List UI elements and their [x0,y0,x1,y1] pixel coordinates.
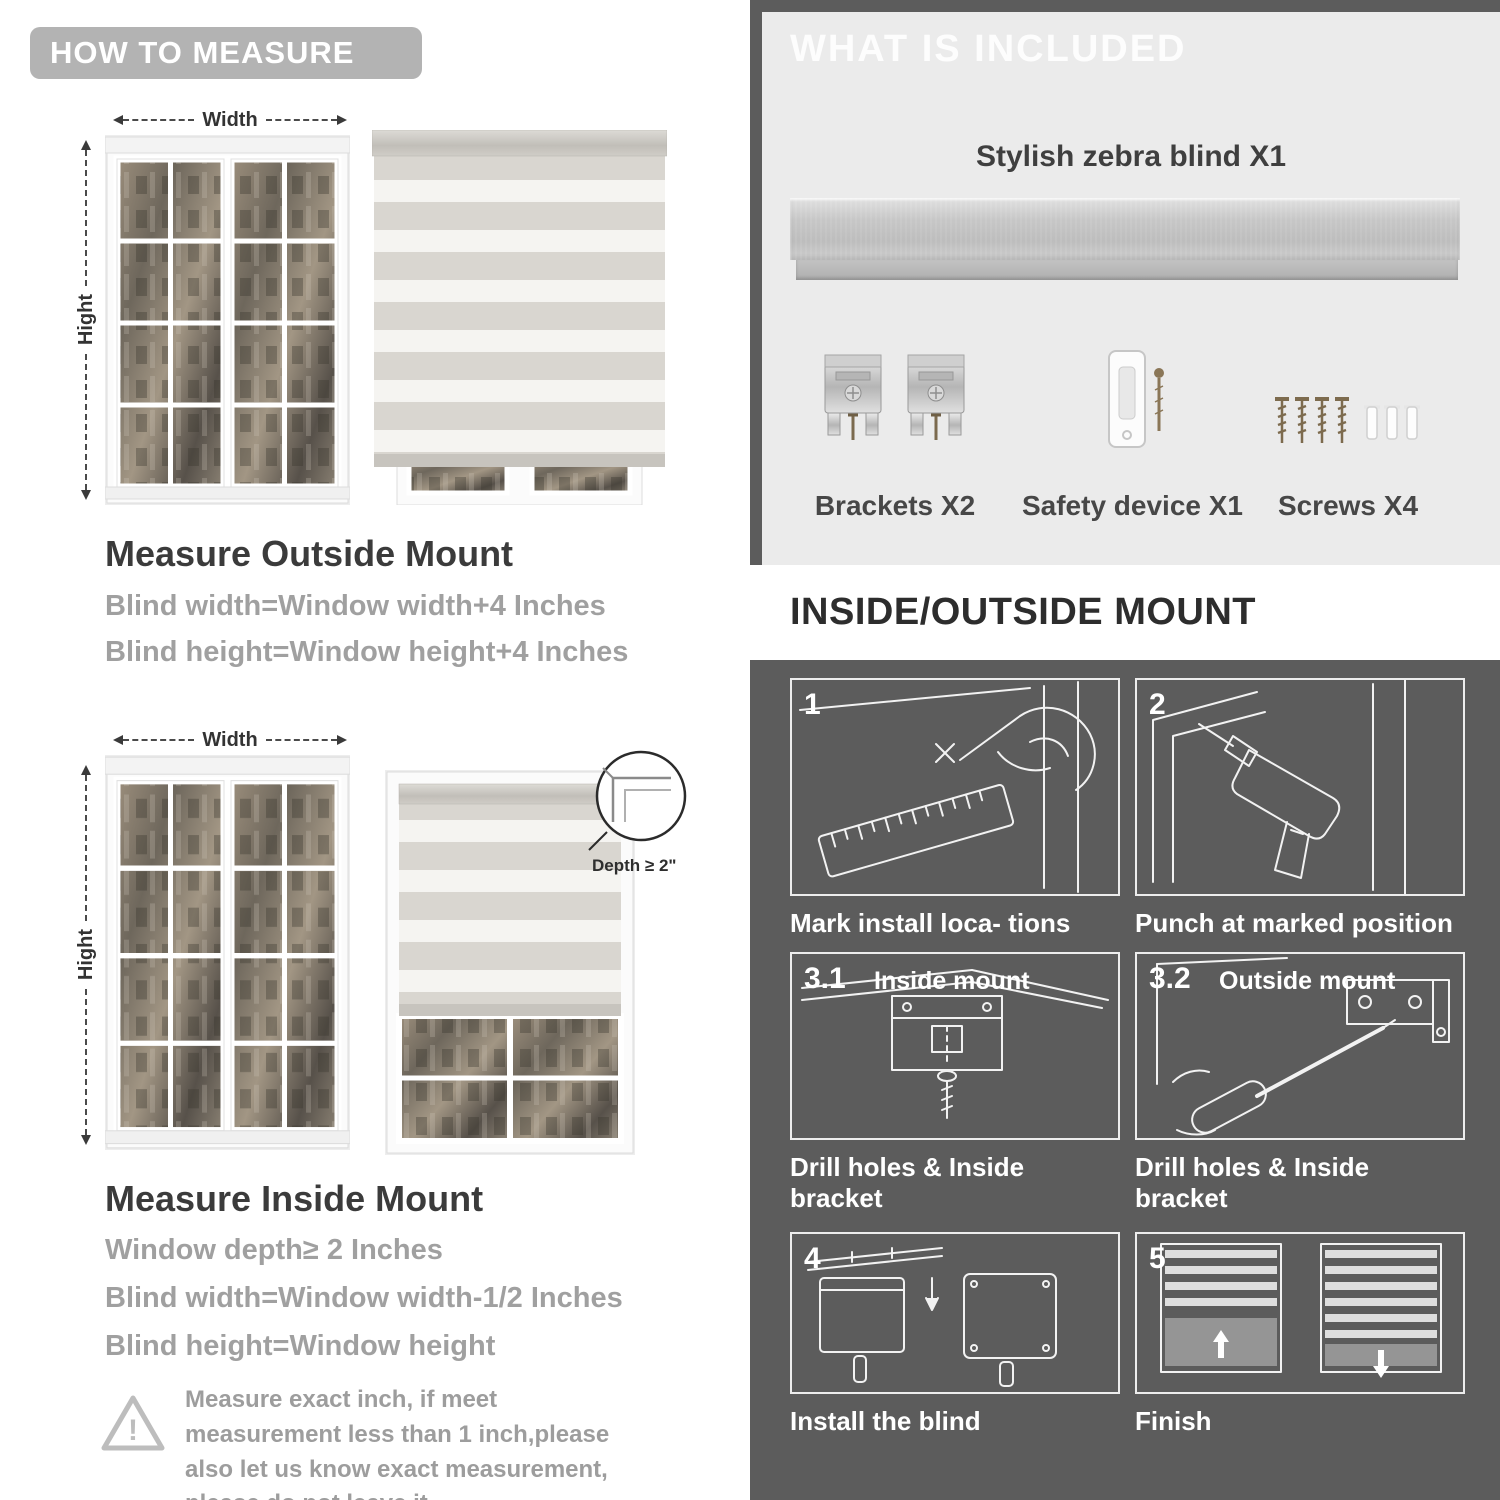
step-3-1-caption: Drill holes & Inside bracket [790,1152,1025,1213]
what-is-included-header: WHAT IS INCLUDED [790,28,1187,70]
step-number: 2 [1149,688,1166,721]
step-2-illustration [1152,680,1406,894]
step-3-2-caption: Drill holes & Inside bracket [1135,1152,1370,1213]
inside-rule-height: Blind height=Window height [105,1330,496,1362]
outside-mount-title: Measure Outside Mount [105,533,514,574]
svg-text:!: ! [128,1414,138,1447]
dashed-line [265,119,338,121]
arrowhead-up-icon [81,140,91,150]
step-3-2-illustration [1156,957,1450,1136]
safety-device-icon [1108,350,1164,448]
zebra-blind-illustration-outside [372,130,667,505]
mount-header-band: INSIDE/OUTSIDE MOUNT [750,565,1500,660]
step-2-box: 2 [1135,678,1465,896]
dashed-line [85,150,87,287]
dashed-line [85,353,87,490]
width-dimension-arrow-outside: Width [113,108,348,131]
step-1-box: 1 [790,678,1120,896]
step-4-caption: Install the blind [790,1406,981,1436]
step-3-2-box: 3.2 Outside mount [1135,952,1465,1140]
arrowhead-up-icon [81,765,91,775]
width-label: Width [202,108,258,131]
step-5-illustration [1160,1243,1442,1378]
inside-rule-depth: Window depth≥ 2 Inches [105,1234,443,1266]
cassette-bottom-lip [796,260,1458,280]
height-dimension-arrow-inside: Hight [74,765,97,1145]
depth-detail-circle-icon [588,750,687,851]
step-number: 3.2 [1149,962,1191,995]
step-4-box: 4 [790,1232,1120,1394]
inside-mount-title: Measure Inside Mount [105,1178,484,1219]
how-to-measure-header: HOW TO MEASURE [30,27,422,79]
arrowhead-left-icon [113,735,123,745]
width-dimension-arrow-inside: Width [113,728,348,751]
arrowhead-right-icon [337,735,348,745]
arrowhead-down-icon [81,490,91,500]
step-5-caption: Finish [1135,1406,1212,1436]
measurement-note: Measure exact inch, if meet measurement … [185,1386,610,1500]
height-label: Hight [74,929,97,981]
step-number: 3.1 [804,962,846,995]
zebra-blind-illustration-inside [385,770,635,1155]
brackets-label: Brackets X2 [814,490,976,521]
width-label: Width [202,728,258,751]
inside-rule-width: Blind width=Window width-1/2 Inches [105,1282,623,1314]
window-illustration-inside [105,755,350,1150]
step-1-caption: Mark install loca- tions [790,908,1071,938]
dashed-line [123,739,195,741]
arrowhead-down-icon [81,1135,91,1145]
zebra-blind-cassette-illustration [790,198,1460,284]
bracket-icon [824,354,882,440]
step-3-2: 3.2 Outside mount Drill holes & Inside b… [1135,952,1465,1214]
outside-rule-width: Blind width=Window width+4 Inches [105,590,606,622]
depth-label: Depth ≥ 2" [592,856,677,875]
step-3-1: 3.1 Inside mount Drill holes & [790,952,1120,1214]
step-4: 4 Install the blind [790,1232,1120,1437]
step-1: 1 [790,678,1120,939]
arrowhead-left-icon [113,115,123,125]
step-3-1-illustration [801,969,1109,1119]
height-label: Hight [74,294,97,346]
outside-rule-height: Blind height=Window height+4 Inches [105,636,629,668]
step-4-illustration [807,1247,1057,1387]
dashed-line [85,775,87,922]
height-dimension-arrow-outside: Hight [74,140,97,500]
step-5-box: 5 [1135,1232,1465,1394]
cassette-top-rail [790,198,1460,260]
screws-label: Screws X4 [1277,490,1419,521]
zebra-blind-label: Stylish zebra blind X1 [975,140,1287,173]
safety-device-label: Safety device X1 [1021,490,1244,521]
step-number: 5 [1149,1242,1166,1275]
window-illustration-outside [105,135,350,505]
step-1-illustration [799,681,1096,893]
step-2: 2 Punch at marked position [1135,678,1465,939]
step-5: 5 [1135,1232,1465,1437]
dashed-line [123,119,195,121]
arrowhead-right-icon [337,115,348,125]
warning-triangle-icon: ! [101,1395,165,1451]
step-number: 1 [804,688,821,721]
dashed-line [265,739,338,741]
step-2-caption: Punch at marked position [1135,908,1453,938]
bracket-icon [907,354,965,440]
step-3-1-box: 3.1 Inside mount [790,952,1120,1140]
dashed-line [85,988,87,1135]
what-is-included-panel [762,12,1500,565]
screws-icon [1275,397,1420,443]
step-mount-type-label: Outside mount [1219,967,1396,995]
step-number: 4 [804,1242,821,1275]
step-mount-type-label: Inside mount [874,967,1030,995]
mount-header: INSIDE/OUTSIDE MOUNT [790,591,1257,633]
